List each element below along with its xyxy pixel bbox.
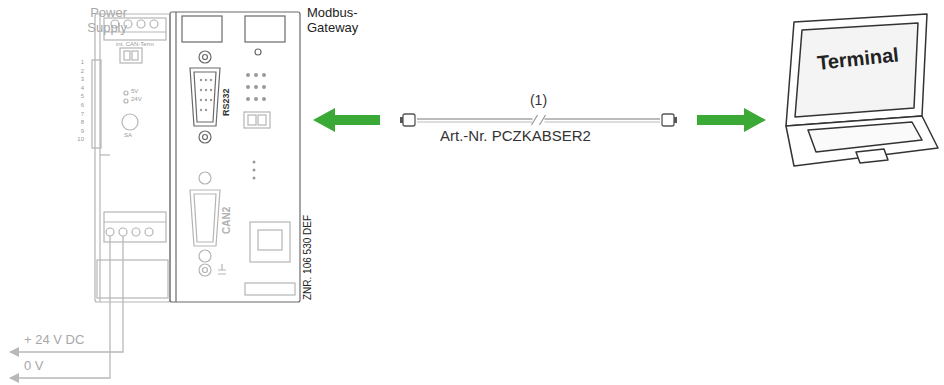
label-text: 0 V: [24, 359, 44, 374]
label-text: 6: [81, 102, 84, 109]
label-text: 9: [81, 128, 84, 135]
label-text: Art.-Nr. PCZKABSER2: [440, 127, 591, 144]
label-text: 5: [81, 93, 84, 100]
callout-number: (1): [530, 92, 547, 108]
label-text: 7: [81, 111, 84, 118]
label-text: 24V: [131, 96, 142, 103]
label-text: 10: [77, 136, 84, 143]
label-text: 5V: [131, 88, 138, 95]
label-text: 8: [81, 119, 84, 126]
label-text: CAN2: [221, 207, 233, 234]
label-text: SA: [124, 132, 132, 139]
label-text: ZNR. 106 530 DEF: [302, 215, 314, 300]
label-text: RS232: [221, 88, 231, 116]
laptop-terminal: Terminal: [772, 12, 940, 172]
label-text: 4: [81, 85, 84, 92]
label-text: + 24 V DC: [24, 333, 84, 348]
label-text: 1: [81, 59, 84, 66]
device-module: Modbus-Gateway: [170, 12, 305, 302]
laptop-drawing: [772, 12, 940, 172]
device-module: Power Supply: [95, 14, 170, 302]
label-text: 2: [81, 68, 84, 75]
module-heading: Power Supply: [55, 6, 127, 36]
label-text: 3: [81, 76, 84, 83]
module-heading: Modbus-Gateway: [307, 6, 397, 36]
label-text: int. CAN-Term: [116, 41, 154, 48]
